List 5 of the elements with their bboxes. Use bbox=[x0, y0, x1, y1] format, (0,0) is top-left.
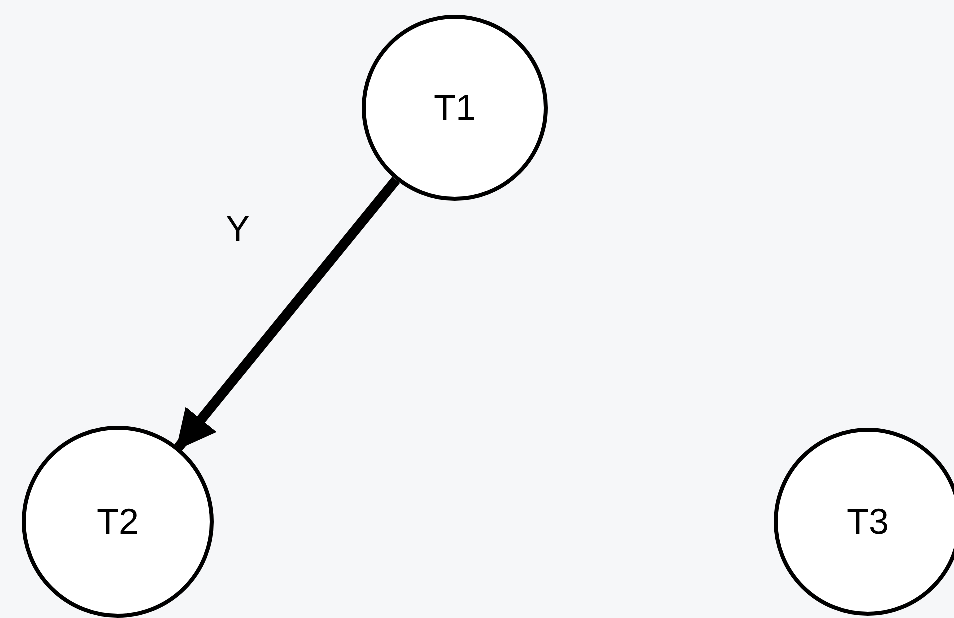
node-label: T1 bbox=[434, 87, 476, 129]
arrow bbox=[174, 176, 400, 451]
node-label: T2 bbox=[96, 501, 139, 543]
node-label: T3 bbox=[846, 501, 889, 543]
edge-label: Y bbox=[226, 208, 250, 250]
